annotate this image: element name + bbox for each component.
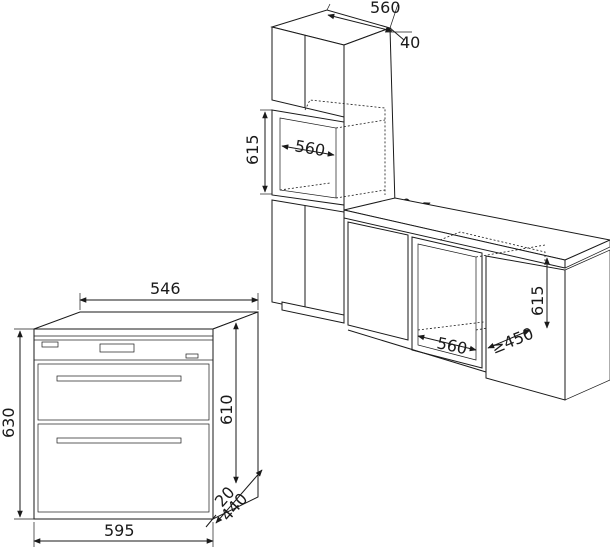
dim-appliance-630: 630 bbox=[0, 328, 34, 520]
counter-run bbox=[343, 197, 610, 401]
dim-595: 595 bbox=[104, 521, 135, 540]
dim-top-width: 560 bbox=[326, 0, 401, 33]
dim-upper-height: 615 bbox=[243, 109, 272, 195]
dim-appliance-595: 595 bbox=[33, 521, 214, 547]
dim-lower-height: 615 bbox=[528, 257, 550, 329]
dim-top-depth: 40 bbox=[385, 27, 420, 52]
dim-appliance-546: 546 bbox=[79, 279, 259, 310]
dim-615-lower: 615 bbox=[528, 285, 547, 316]
dim-615-upper: 615 bbox=[243, 134, 262, 165]
dim-546: 546 bbox=[150, 279, 181, 298]
dim-560-top: 560 bbox=[370, 0, 401, 17]
dim-upper-width: 560 bbox=[281, 136, 335, 160]
dim-630: 630 bbox=[0, 407, 18, 438]
dim-40: 40 bbox=[400, 33, 420, 52]
tall-cabinet bbox=[270, 9, 396, 324]
dim-appliance-610: 610 bbox=[217, 322, 239, 484]
dim-610: 610 bbox=[217, 394, 236, 425]
